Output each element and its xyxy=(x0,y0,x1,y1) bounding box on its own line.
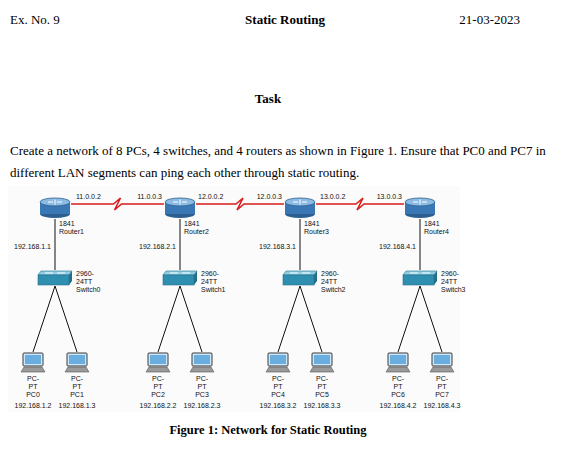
pc-node: PC-PT PC4192.168.3.2 xyxy=(265,352,291,374)
router-icon xyxy=(404,197,436,219)
pc-node: PC-PT PC6192.168.4.2 xyxy=(385,352,411,374)
pc-label-group: PC-PT PC5 192.168.3.3 xyxy=(304,375,341,410)
pc-node: PC-PT PC3192.168.2.3 xyxy=(189,352,215,374)
router-icon xyxy=(284,197,316,219)
ethernet-link xyxy=(420,219,421,270)
ip-address: 192.168.4.3 xyxy=(424,402,461,410)
interface-ip: 13.0.0.3 xyxy=(368,193,402,201)
pc-node: PC-PT PC1192.168.1.3 xyxy=(64,352,90,374)
pc-label-group: PC-PT PC4 192.168.3.2 xyxy=(260,375,297,410)
switch-icon xyxy=(162,270,198,286)
switch-name: 2960-24TT Switch3 xyxy=(441,270,466,294)
ethernet-link xyxy=(55,219,56,270)
ethernet-link xyxy=(180,286,202,352)
ethernet-link xyxy=(420,286,442,352)
pc-label-group: PC-PT PC3 192.168.2.3 xyxy=(184,375,221,410)
router-name: 1841 Router4 xyxy=(424,220,449,236)
pc-name: PC-PT PC1 xyxy=(70,375,84,399)
ip-address: 192.168.3.2 xyxy=(260,402,297,410)
interface-ip: 11.0.0.3 xyxy=(128,193,162,201)
interface-ip: 12.0.0.3 xyxy=(248,193,282,201)
switch-node: 2960-24TT Switch3 xyxy=(402,270,438,286)
ip-address: 192.168.2.2 xyxy=(140,402,177,410)
pc-name: PC-PT PC6 xyxy=(391,375,405,399)
ethernet-link xyxy=(33,286,55,352)
pc-icon xyxy=(189,352,215,374)
ip-address: 192.168.2.3 xyxy=(184,402,221,410)
ethernet-link xyxy=(158,286,180,352)
router-node: 1841 Router4 xyxy=(404,197,436,219)
interface-ip: 13.0.0.2 xyxy=(320,193,354,201)
switch-icon xyxy=(37,270,73,286)
gateway-ip: 192.168.4.1 xyxy=(365,243,416,251)
date: 21-03-2023 xyxy=(420,9,520,31)
router-icon xyxy=(164,197,196,219)
pc-label-group: PC-PT PC1 192.168.1.3 xyxy=(59,375,96,410)
switch-name: 2960-24TT Switch2 xyxy=(321,270,346,294)
ethernet-link xyxy=(55,286,77,352)
ip-address: 192.168.1.2 xyxy=(15,402,52,410)
pc-name: PC-PT PC5 xyxy=(315,375,329,399)
task-text: Create a network of 8 PCs, 4 switches, a… xyxy=(10,140,558,184)
figure-caption: Figure 1: Network for Static Routing xyxy=(118,419,418,441)
switch-node: 2960-24TT Switch0 xyxy=(37,270,73,286)
switch-name: 2960-24TT Switch0 xyxy=(76,270,101,294)
pc-name: PC-PT PC7 xyxy=(435,375,449,399)
pc-label-group: PC-PT PC7 192.168.4.3 xyxy=(424,375,461,410)
gateway-ip: 192.168.1.1 xyxy=(0,243,51,251)
pc-label-group: PC-PT PC0 192.168.1.2 xyxy=(15,375,52,410)
page-title: Static Routing xyxy=(185,9,385,31)
ethernet-link xyxy=(180,219,181,270)
interface-ip: 11.0.0.2 xyxy=(76,193,110,201)
switch-node: 2960-24TT Switch2 xyxy=(282,270,318,286)
router-node: 1841 Router1 xyxy=(39,197,71,219)
router-name: 1841 Router2 xyxy=(184,220,209,236)
ip-address: 192.168.3.3 xyxy=(304,402,341,410)
screenshot-ground xyxy=(8,186,460,412)
pc-name: PC-PT PC0 xyxy=(26,375,40,399)
ip-address: 192.168.4.2 xyxy=(380,402,417,410)
pc-name: PC-PT PC2 xyxy=(151,375,165,399)
switch-icon xyxy=(402,270,438,286)
router-icon xyxy=(39,197,71,219)
pc-node: PC-PT PC7192.168.4.3 xyxy=(429,352,455,374)
pc-name: PC-PT PC3 xyxy=(195,375,209,399)
ip-address: 192.168.1.3 xyxy=(59,402,96,410)
pc-node: PC-PT PC5192.168.3.3 xyxy=(309,352,335,374)
router-node: 1841 Router2 xyxy=(164,197,196,219)
router-name: 1841 Router1 xyxy=(59,220,84,236)
switch-node: 2960-24TT Switch1 xyxy=(162,270,198,286)
interface-ip: 12.0.0.2 xyxy=(198,193,232,201)
switch-icon xyxy=(282,270,318,286)
pc-name: PC-PT PC4 xyxy=(271,375,285,399)
pc-label-group: PC-PT PC6 192.168.4.2 xyxy=(380,375,417,410)
ethernet-link xyxy=(278,286,300,352)
pc-icon xyxy=(20,352,46,374)
router-name: 1841 Router3 xyxy=(304,220,329,236)
pc-icon xyxy=(145,352,171,374)
router-node: 1841 Router3 xyxy=(284,197,316,219)
ethernet-link xyxy=(398,286,420,352)
switch-name: 2960-24TT Switch1 xyxy=(201,270,226,294)
pc-node: PC-PT PC2192.168.2.2 xyxy=(145,352,171,374)
ethernet-link xyxy=(300,219,301,270)
exercise-number: Ex. No. 9 xyxy=(10,9,130,31)
pc-icon xyxy=(385,352,411,374)
pc-icon xyxy=(265,352,291,374)
pc-node: PC-PT PC0192.168.1.2 xyxy=(20,352,46,374)
pc-icon xyxy=(309,352,335,374)
gateway-ip: 192.168.3.1 xyxy=(245,243,296,251)
ethernet-link xyxy=(300,286,322,352)
pc-label-group: PC-PT PC2 192.168.2.2 xyxy=(140,375,177,410)
pc-icon xyxy=(429,352,455,374)
gateway-ip: 192.168.2.1 xyxy=(125,243,176,251)
pc-icon xyxy=(64,352,90,374)
section-heading: Task xyxy=(218,88,318,110)
